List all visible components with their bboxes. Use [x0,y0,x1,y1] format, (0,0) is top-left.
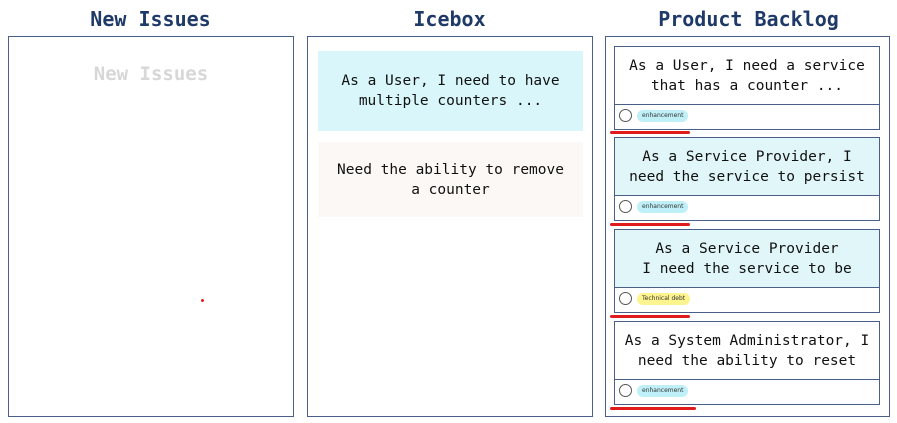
issue-title: As a User, I need a service that has a c… [629,57,865,94]
issue-card[interactable]: As a System Administrator, I need the ab… [614,321,880,405]
issue-card-footer: Technical debt [615,287,879,312]
issue-card[interactable]: Need the ability to remove a counter [318,142,583,217]
product-backlog-column[interactable]: As a User, I need a service that has a c… [605,36,890,417]
red-annotation-underline [610,407,696,410]
avatar[interactable] [619,200,632,213]
red-annotation-underline [610,315,690,318]
label-badge[interactable]: enhancement [637,201,689,213]
issue-title: As a Service Provider I need the service… [642,240,852,277]
avatar[interactable] [619,384,632,397]
issue-card[interactable]: As a Service Provider I need the service… [614,229,880,313]
issue-title: As a Service Provider, I need the servic… [629,148,865,185]
cursor-dot [201,299,204,302]
label-badge[interactable]: enhancement [637,385,689,397]
new-issues-column[interactable]: New Issues [8,36,294,417]
issue-card[interactable]: As a User, I need to have multiple count… [318,51,583,131]
avatar[interactable] [619,109,632,122]
red-annotation-underline [610,131,690,134]
red-annotation-underline [610,223,690,226]
label-badge[interactable]: enhancement [637,110,689,122]
empty-column-placeholder: New Issues [93,63,209,85]
issue-card-footer: enhancement [615,195,879,220]
issue-card[interactable]: As a Service Provider, I need the servic… [614,137,880,221]
avatar[interactable] [619,292,632,305]
column-title-new-issues: New Issues [90,7,211,31]
issue-card[interactable]: As a User, I need a service that has a c… [614,46,880,130]
column-title-icebox: Icebox [413,7,486,31]
issue-card-footer: enhancement [615,104,879,129]
issue-card-footer: enhancement [615,379,879,404]
icebox-column[interactable]: As a User, I need to have multiple count… [307,36,593,417]
label-badge[interactable]: Technical debt [637,293,691,305]
issue-title: As a System Administrator, I need the ab… [624,332,870,369]
column-title-product-backlog: Product Backlog [658,7,839,31]
